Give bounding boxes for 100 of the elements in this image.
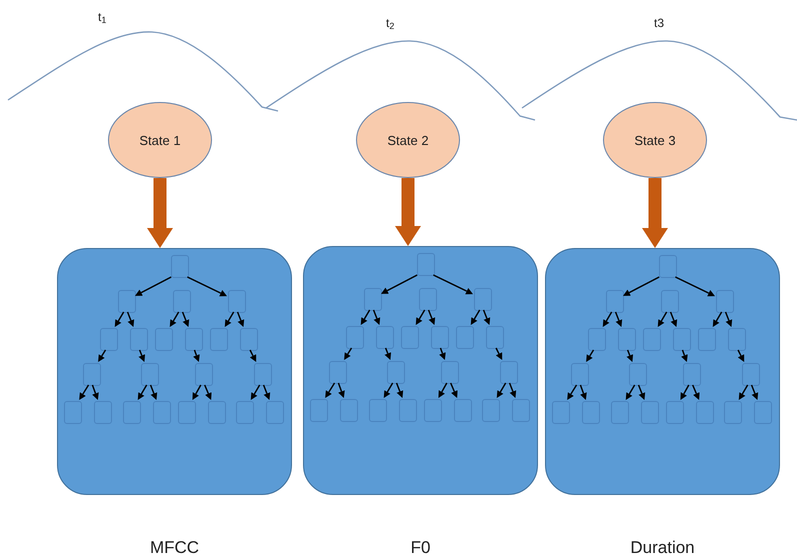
tree-node-box	[240, 328, 258, 351]
tree-node-box	[130, 328, 148, 351]
arrow	[249, 350, 256, 362]
tree-node-box	[474, 288, 492, 311]
tree-node-box	[364, 288, 382, 311]
tree-node-box	[123, 401, 141, 424]
arrow	[360, 310, 370, 325]
arrow	[482, 310, 490, 325]
arrow	[396, 382, 404, 398]
tree-node-box	[141, 363, 159, 386]
arrow	[338, 382, 345, 398]
arrow	[658, 312, 668, 327]
tree-node-box	[399, 399, 417, 422]
tree-node-box	[683, 363, 701, 386]
arrow	[692, 384, 700, 400]
arrow	[438, 382, 448, 398]
arrow	[236, 312, 244, 327]
tree-node-box	[185, 328, 203, 351]
arrow	[675, 276, 715, 296]
tree-node-box	[643, 328, 661, 351]
arrow	[638, 384, 646, 400]
tree-node-box	[728, 328, 746, 351]
model-panel	[57, 248, 292, 495]
tree-node-box	[236, 401, 254, 424]
arrow	[114, 312, 124, 327]
arrow	[262, 384, 270, 400]
arrow	[325, 382, 336, 398]
tree-node-box	[346, 326, 364, 349]
tree-node-box	[661, 290, 679, 313]
tree-node-box	[659, 255, 677, 278]
tree-node-box	[64, 401, 82, 424]
arrow	[614, 312, 622, 327]
arrow	[450, 382, 458, 398]
arrow	[738, 384, 748, 400]
panel-caption: Duration	[630, 537, 695, 558]
block-arrow	[395, 178, 421, 246]
arrow	[193, 350, 200, 362]
tree-node-box	[155, 328, 173, 351]
block-arrow	[147, 178, 173, 248]
time-label: t$_{2}$	[386, 15, 394, 32]
tree-node-box	[424, 399, 442, 422]
tree-node-box	[171, 255, 189, 278]
arrow	[250, 384, 260, 400]
arrow	[92, 384, 99, 400]
arrow	[416, 310, 426, 325]
tree-node-box	[441, 361, 459, 384]
tree-node-box	[673, 328, 691, 351]
arrow	[182, 312, 190, 327]
tree-node-box	[178, 401, 196, 424]
arrow	[750, 384, 758, 400]
state-label: State 2	[386, 132, 430, 148]
panel-caption: MFCC	[150, 537, 200, 558]
model-panel	[303, 246, 538, 495]
arrow	[381, 274, 418, 294]
tree-node-box	[500, 361, 518, 384]
arrow	[670, 312, 678, 327]
arrow	[192, 384, 202, 400]
tree-node-box	[742, 363, 760, 386]
tree-node-box	[611, 401, 629, 424]
arrow	[680, 384, 690, 400]
panel-caption: F0	[410, 537, 430, 558]
arrow	[126, 312, 134, 327]
arrow	[724, 312, 732, 327]
tree-node-box	[417, 253, 435, 276]
tree-node-box	[210, 328, 228, 351]
arrow	[79, 384, 90, 400]
tree-node-box	[641, 401, 659, 424]
tree-node-box	[369, 399, 387, 422]
arrow	[170, 312, 180, 327]
time-label: t3	[654, 15, 664, 32]
arrow	[428, 310, 436, 325]
tree-node-box	[376, 326, 394, 349]
arrow	[138, 384, 148, 400]
arrow	[681, 350, 688, 362]
tree-node-box	[582, 401, 600, 424]
tree-node-box	[153, 401, 171, 424]
tree-node-box	[83, 363, 101, 386]
tree-node-box	[666, 401, 684, 424]
arrow	[439, 348, 446, 360]
tree-node-box	[228, 290, 246, 313]
tree-node-box	[716, 290, 734, 313]
arrow	[626, 350, 634, 362]
arrow	[135, 276, 172, 296]
arrow	[372, 310, 380, 325]
tree-node-box	[254, 363, 272, 386]
time-label: t$_{1}$	[98, 9, 106, 26]
tree-node-box	[696, 401, 714, 424]
arrow	[204, 384, 212, 400]
tree-node-box	[100, 328, 118, 351]
arrow	[495, 348, 502, 360]
arrow	[224, 312, 234, 327]
tree-node-box	[401, 326, 419, 349]
tree-node-box	[266, 401, 284, 424]
arrow	[384, 382, 394, 398]
arrow	[586, 350, 594, 362]
tree-node-box	[482, 399, 500, 422]
tree-node-box	[94, 401, 112, 424]
tree-node-box	[310, 399, 328, 422]
tree-node-box	[456, 326, 474, 349]
tree-node-box	[329, 361, 347, 384]
